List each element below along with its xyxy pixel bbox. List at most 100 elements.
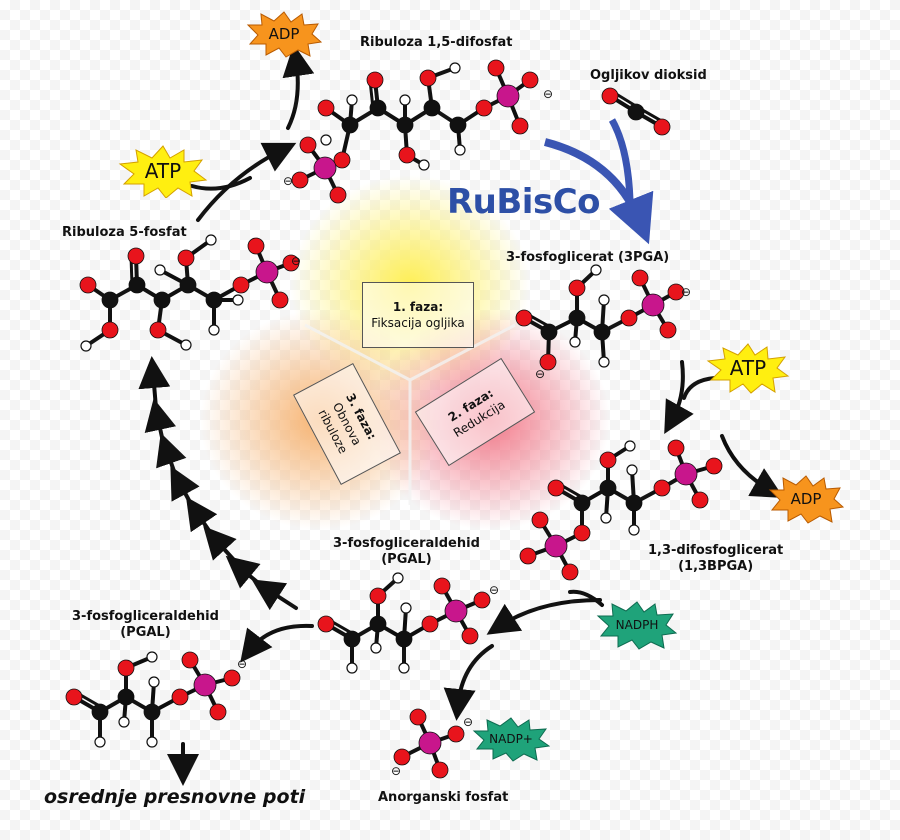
3-phosphoglycerate-atom-o bbox=[568, 279, 586, 297]
13-bisphosphoglycerate-atom-h bbox=[626, 464, 638, 476]
arrow-regen-4 bbox=[185, 496, 218, 534]
13-bisphosphoglycerate-atom-o bbox=[653, 479, 671, 497]
pgal-left-atom-c bbox=[117, 688, 135, 706]
3-phosphoglycerate-atom-c bbox=[540, 323, 558, 341]
3-phosphoglycerate-atom-p bbox=[641, 293, 665, 317]
carbon-dioxide-atom-c bbox=[627, 103, 645, 121]
pgal-left-charge: ⊖ bbox=[237, 657, 247, 671]
pgal-center-atom-p bbox=[444, 599, 468, 623]
label-ribuloza-5: Ribuloza 5-fosfat bbox=[62, 225, 187, 240]
3-phosphoglycerate-atom-h bbox=[598, 294, 610, 306]
arrow-regen-7 bbox=[144, 398, 176, 444]
13-bisphosphoglycerate-atom-o bbox=[531, 511, 549, 529]
3-phosphoglycerate-atom-o bbox=[620, 309, 638, 327]
atp-right-label: ATP bbox=[729, 356, 767, 380]
ribulose-5-phosphate-atom-o bbox=[127, 247, 145, 265]
arrow-atp-right-in bbox=[682, 376, 717, 400]
atp-right-burst: ATP bbox=[706, 342, 790, 394]
phase-1-box: 1. faza: Fiksacija ogljika bbox=[362, 282, 474, 348]
pgal-left-atom-o bbox=[223, 669, 241, 687]
pgal-left-atom-h bbox=[146, 651, 158, 663]
label-3pga: 3-fosfoglicerat (3PGA) bbox=[506, 250, 670, 265]
pgal-center-atom-h bbox=[370, 642, 382, 654]
13-bisphosphoglycerate-atom-h bbox=[624, 440, 636, 452]
arrow-pi-out bbox=[443, 644, 494, 721]
arrow-regen-2 bbox=[225, 555, 264, 589]
3-phosphoglycerate-atom-o bbox=[515, 309, 533, 327]
adp-top-burst: ADP bbox=[246, 10, 322, 58]
13-bisphosphoglycerate-atom-p bbox=[544, 534, 568, 558]
inorganic-phosphate-atom-o bbox=[393, 748, 411, 766]
ribulose-15-bisphosphate-atom-o bbox=[398, 146, 416, 164]
label-anorganski-fosfat: Anorganski fosfat bbox=[378, 790, 509, 805]
13-bisphosphoglycerate-atom-o bbox=[547, 479, 565, 497]
ribulose-5-phosphate-atom-c bbox=[128, 276, 146, 294]
pgal-left-atom-c bbox=[91, 703, 109, 721]
13-bisphosphoglycerate-atom-o bbox=[599, 451, 617, 469]
3-phosphoglycerate-atom-h bbox=[598, 356, 610, 368]
pgal-left-atom-o bbox=[181, 651, 199, 669]
pgal-left-atom-h bbox=[94, 736, 106, 748]
3-phosphoglycerate-atom-o bbox=[659, 321, 677, 339]
arrow-pgal-to-pgal-left bbox=[240, 623, 314, 663]
3-phosphoglycerate-atom-o bbox=[631, 269, 649, 287]
ribulose-5-phosphate-atom-o bbox=[232, 276, 250, 294]
13-bisphosphoglycerate-atom-o bbox=[561, 563, 579, 581]
ribulose-5-phosphate-atom-o bbox=[247, 237, 265, 255]
ribulose-5-phosphate-atom-h bbox=[80, 340, 92, 352]
pgal-center-charge: ⊖ bbox=[489, 583, 499, 597]
ribulose-5-phosphate-atom-h bbox=[154, 264, 166, 276]
ribulose-15-bisphosphate-atom-o bbox=[487, 59, 505, 77]
label-ribuloza-15: Ribuloza 1,5-difosfat bbox=[360, 35, 513, 50]
carbon-dioxide-atom-o bbox=[653, 118, 671, 136]
13-bisphosphoglycerate-atom-o bbox=[705, 457, 723, 475]
13-bisphosphoglycerate-atom-o bbox=[667, 439, 685, 457]
inorganic-phosphate-atom-o bbox=[431, 761, 449, 779]
ribulose-15-bisphosphate-atom-h bbox=[399, 94, 411, 106]
rubisco-arrow bbox=[544, 138, 654, 245]
3-phosphoglycerate-atom-h bbox=[590, 264, 602, 276]
13-bisphosphoglycerate-atom-c bbox=[599, 479, 617, 497]
3-phosphoglycerate-charge: ⊖ bbox=[535, 367, 545, 381]
pgal-left-atom-c bbox=[143, 703, 161, 721]
label-metabolic-pathways: osrednje presnovne poti bbox=[44, 786, 306, 808]
arrow-regen-3 bbox=[203, 526, 237, 562]
pgal-center-atom-o bbox=[421, 615, 439, 633]
ribulose-15-bisphosphate-atom-c bbox=[423, 99, 441, 117]
ribulose-15-bisphosphate-atom-o bbox=[299, 136, 317, 154]
ribulose-15-bisphosphate-charge: ⊖ bbox=[543, 87, 553, 101]
13-bisphosphoglycerate-atom-o bbox=[573, 524, 591, 542]
13-bisphosphoglycerate-atom-o bbox=[519, 547, 537, 565]
arrow-regen-8 bbox=[138, 356, 171, 410]
starburst-icon bbox=[706, 343, 790, 394]
pgal-center-atom-o bbox=[473, 591, 491, 609]
inorganic-phosphate-atom-p bbox=[418, 731, 442, 755]
pgal-center-atom-c bbox=[369, 615, 387, 633]
label-co2: Ogljikov dioksid bbox=[590, 68, 707, 83]
ribulose-5-phosphate-atom-c bbox=[205, 291, 223, 309]
adp-right-burst: ADP bbox=[768, 474, 844, 524]
13-bisphosphoglycerate-atom-p bbox=[674, 462, 698, 486]
phase-1-title: 1. faza: bbox=[392, 300, 444, 314]
ribulose-5-phosphate-atom-o bbox=[101, 321, 119, 339]
ribulose-15-bisphosphate-atom-o bbox=[333, 151, 351, 169]
13-bisphosphoglycerate-atom-c bbox=[573, 494, 591, 512]
ribulose-15-bisphosphate-atom-o bbox=[475, 99, 493, 117]
ribulose-15-bisphosphate-atom-o bbox=[366, 71, 384, 89]
13-bisphosphoglycerate-atom-c bbox=[625, 494, 643, 512]
label-13bpga-line2: (1,3BPGA) bbox=[678, 559, 754, 574]
ribulose-15-bisphosphate-atom-h bbox=[320, 134, 332, 146]
3-phosphoglycerate-charge: ⊖ bbox=[681, 285, 691, 299]
label-13bpga-line1: 1,3-difosfoglicerat bbox=[648, 543, 784, 558]
ribulose-15-bisphosphate-atom-h bbox=[418, 159, 430, 171]
starburst-icon bbox=[472, 717, 550, 762]
arrow-nadph-in bbox=[568, 589, 604, 607]
ribulose-5-phosphate-atom-o bbox=[177, 249, 195, 267]
starburst-icon bbox=[596, 601, 678, 650]
ribulose-5-phosphate-atom-o bbox=[282, 254, 300, 272]
co2-in-arrow bbox=[608, 118, 634, 201]
ribulose-15-bisphosphate-atom-c bbox=[396, 116, 414, 134]
carbon-dioxide-atom-o bbox=[601, 87, 619, 105]
label-pgal-left: 3-fosfogliceraldehid (PGAL) bbox=[72, 609, 219, 641]
